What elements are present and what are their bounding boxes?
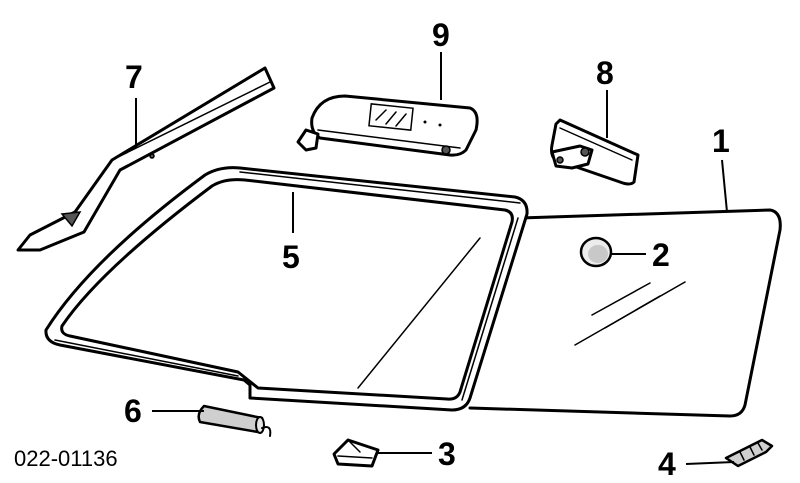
callout-2: 2 [652, 237, 670, 273]
callout-3: 3 [438, 436, 456, 472]
callout-1: 1 [712, 123, 730, 159]
callout-4: 4 [658, 446, 676, 482]
leader-1 [721, 159, 728, 213]
rearview-mirror [550, 118, 640, 186]
wedge-block [332, 438, 380, 468]
callout-8: 8 [596, 55, 614, 91]
callout-5: 5 [282, 239, 300, 275]
windshield-glass [468, 208, 782, 418]
callout-6: 6 [124, 393, 142, 429]
callout-numbers: 1 2 3 4 5 6 7 8 9 [124, 17, 730, 482]
callout-9: 9 [432, 17, 450, 53]
a-pillar-molding [16, 66, 276, 252]
windshield-weatherstrip [44, 166, 529, 412]
sun-visor [296, 94, 479, 157]
callout-7: 7 [125, 59, 143, 95]
trim-clip [724, 438, 774, 468]
catalog-number: 022-01136 [14, 446, 118, 471]
mirror-mount-button [579, 236, 613, 268]
leader-4 [685, 461, 735, 465]
plug [197, 404, 272, 437]
leader-lines [135, 52, 735, 465]
